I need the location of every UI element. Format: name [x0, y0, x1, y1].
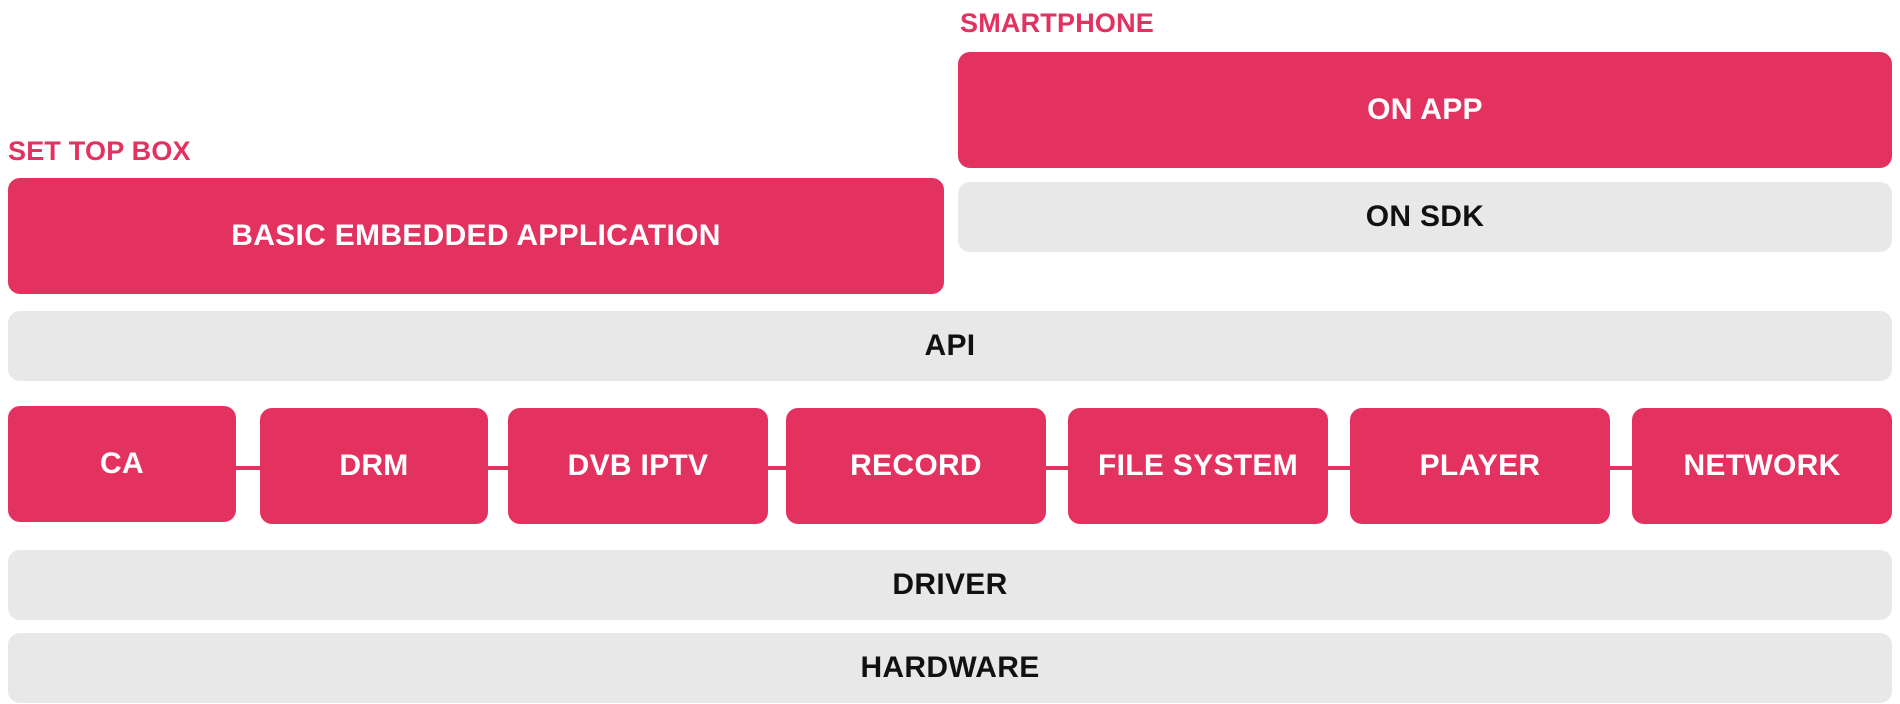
module-network-label: NETWORK [1683, 449, 1841, 482]
module-file-system: FILE SYSTEM [1068, 408, 1328, 524]
api-layer: API [8, 311, 1892, 381]
on-sdk-label: ON SDK [1365, 200, 1485, 233]
basic-embedded-application-box: BASIC EMBEDDED APPLICATION [8, 178, 944, 294]
module-player-label: PLAYER [1419, 449, 1541, 482]
module-dvb-iptv: DVB IPTV [508, 408, 768, 524]
connector-drm-dvb [488, 466, 508, 470]
on-sdk-box: ON SDK [958, 182, 1892, 252]
on-app-label: ON APP [1367, 93, 1483, 126]
module-ca: CA [8, 406, 236, 522]
driver-label: DRIVER [892, 568, 1008, 601]
driver-layer: DRIVER [8, 550, 1892, 620]
module-network: NETWORK [1632, 408, 1892, 524]
set-top-box-label: SET TOP BOX [8, 136, 191, 166]
connector-dvb-record [768, 466, 786, 470]
basic-embedded-application-label: BASIC EMBEDDED APPLICATION [231, 219, 721, 252]
module-record-label: RECORD [850, 449, 982, 482]
module-file-system-label: FILE SYSTEM [1098, 449, 1298, 482]
module-dvb-iptv-label: DVB IPTV [567, 449, 709, 482]
connector-filesystem-player [1328, 466, 1350, 470]
hardware-label: HARDWARE [860, 651, 1040, 684]
smartphone-label: SMARTPHONE [960, 8, 1155, 38]
api-label: API [924, 329, 976, 362]
on-app-box: ON APP [958, 52, 1892, 168]
module-drm: DRM [260, 408, 488, 524]
connector-ca-drm [236, 466, 260, 470]
module-ca-label: CA [100, 447, 144, 480]
module-player: PLAYER [1350, 408, 1610, 524]
hardware-layer: HARDWARE [8, 633, 1892, 703]
connector-record-filesystem [1046, 466, 1068, 470]
connector-player-network [1610, 466, 1632, 470]
module-drm-label: DRM [339, 449, 409, 482]
module-record: RECORD [786, 408, 1046, 524]
